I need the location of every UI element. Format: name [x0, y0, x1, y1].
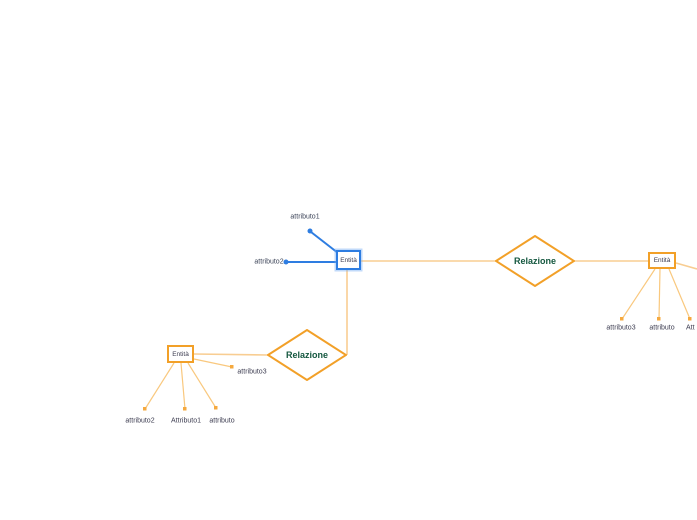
entity-label: Entità [340, 256, 357, 264]
entity-node-right[interactable]: Entità [648, 252, 676, 269]
attribute-endpoint-dot[interactable] [307, 228, 313, 234]
attribute-edge-right-attributo[interactable] [658, 268, 661, 320]
attribute-label[interactable]: attributo2 [125, 417, 155, 425]
entity-label: Entità [172, 350, 189, 358]
attribute-label[interactable]: attributo [209, 417, 235, 425]
entity-label: Entità [653, 257, 671, 264]
relation-label: Relazione [285, 350, 328, 360]
attribute-edge-left-attributo[interactable] [187, 362, 217, 409]
diamond-shape [267, 329, 347, 381]
edge-left-entity-to-bottom-relation[interactable] [193, 353, 269, 356]
attribute-endpoint-dot[interactable] [143, 407, 147, 411]
attribute-edge-right-attributo3[interactable] [621, 268, 656, 320]
edge-right-entity-offscreen[interactable] [675, 262, 697, 270]
attribute-label[interactable]: Attributo1 [171, 417, 201, 425]
attribute-label[interactable]: attributo3 [237, 368, 267, 376]
attribute-endpoint-dot[interactable] [620, 317, 624, 321]
relation-node-top[interactable]: Relazione [495, 235, 575, 287]
attribute-label[interactable]: Att [686, 324, 695, 332]
attribute-label[interactable]: attributo1 [290, 213, 320, 221]
attribute-edge-attributo1[interactable] [310, 231, 339, 254]
attribute-edge-right-att[interactable] [668, 268, 691, 320]
attribute-endpoint-dot[interactable] [657, 317, 661, 321]
attribute-label[interactable]: attributo2 [254, 258, 284, 266]
attribute-label[interactable]: attributo [649, 324, 675, 332]
diamond-shape [495, 235, 575, 287]
relation-node-bottom[interactable]: Relazione [267, 329, 347, 381]
attribute-endpoint-dot[interactable] [283, 259, 289, 265]
entity-node-top[interactable]: Entità [336, 250, 361, 270]
relation-label: Relazione [513, 256, 556, 266]
attribute-edge-left-attributo3[interactable] [193, 358, 233, 368]
attribute-endpoint-dot[interactable] [214, 406, 218, 410]
attribute-edge-left-attributo2[interactable] [144, 362, 175, 410]
attribute-edge-left-attributo1[interactable] [180, 362, 186, 410]
attribute-label[interactable]: attributo3 [606, 324, 636, 332]
attribute-endpoint-dot[interactable] [688, 317, 692, 321]
attribute-endpoint-dot[interactable] [183, 407, 187, 411]
attribute-endpoint-dot[interactable] [230, 365, 234, 369]
entity-node-left[interactable]: Entità [167, 345, 194, 363]
